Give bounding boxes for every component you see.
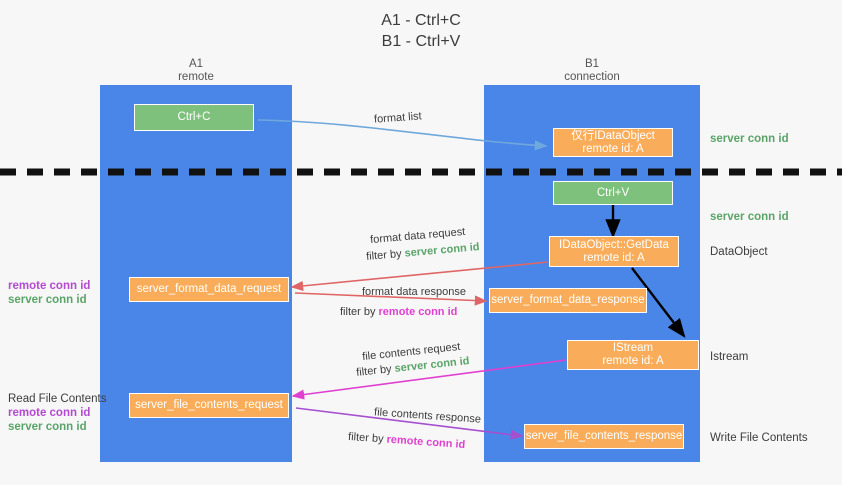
arrow-label-format-data-response: format data response — [362, 286, 466, 298]
arrow-label-format-data-response-filter: filter by remote conn id — [340, 305, 457, 319]
box-idataobject-line1: 仅行IDataObject — [571, 129, 655, 142]
lane-header-b1: B1 connection — [532, 58, 652, 84]
label-format-conn-ids: remote conn id server conn id — [8, 279, 90, 307]
label-read-file-contents: Read File Contents — [8, 393, 107, 405]
box-istream[interactable]: IStream remote id: A — [567, 340, 699, 370]
filter-prefix-4: filter by — [347, 430, 387, 446]
box-server-format-data-request-label: server_format_data_request — [136, 283, 282, 295]
box-ctrl-v-label: Ctrl+V — [596, 186, 630, 199]
box-server-file-contents-request-label: server_file_contents_request — [135, 399, 283, 411]
filter-prefix-2: filter by — [340, 306, 379, 318]
label-format-remote-conn-id: remote conn id — [8, 280, 91, 292]
lane-a1-sub: remote — [178, 71, 214, 83]
box-idataobject-line2: remote id: A — [582, 142, 644, 155]
label-istream: Istream — [710, 351, 749, 363]
label-server-conn-id-top: server conn id — [710, 133, 789, 145]
filter-key-server-conn-id-1: server conn id — [404, 241, 481, 260]
label-read-file-contents-group: Read File Contents remote conn id server… — [8, 392, 106, 434]
box-ctrl-c[interactable]: Ctrl+C — [134, 104, 254, 131]
arrow-label-file-contents-response: file contents response — [373, 406, 482, 426]
lane-header-a1: A1 remote — [136, 58, 256, 84]
lane-b1-name: B1 — [584, 58, 600, 70]
title-line-1: A1 - Ctrl+C — [381, 12, 461, 29]
label-file-server-conn-id: server conn id — [8, 421, 87, 433]
lane-b1-sub: connection — [564, 71, 620, 83]
box-server-file-contents-response[interactable]: server_file_contents_response — [524, 424, 684, 449]
box-server-file-contents-request[interactable]: server_file_contents_request — [129, 393, 289, 418]
filter-prefix-3: filter by — [355, 362, 396, 379]
filter-key-remote-conn-id-2: remote conn id — [386, 433, 466, 452]
filter-prefix-1: filter by — [365, 247, 406, 263]
box-server-format-data-response-label: server_format_data_response — [491, 294, 645, 306]
box-getdata-line2: remote id: A — [583, 251, 645, 264]
label-dataobject: DataObject — [710, 246, 768, 258]
box-idataobject[interactable]: 仅行IDataObject remote id: A — [553, 128, 673, 157]
box-idataobject-getdata[interactable]: IDataObject::GetData remote id: A — [549, 236, 679, 267]
label-format-server-conn-id: server conn id — [8, 294, 87, 306]
label-file-remote-conn-id: remote conn id — [8, 407, 91, 419]
box-ctrl-v[interactable]: Ctrl+V — [553, 181, 673, 205]
lane-a1-name: A1 — [188, 58, 204, 70]
box-server-file-contents-response-label: server_file_contents_response — [525, 430, 683, 442]
box-server-format-data-request[interactable]: server_format_data_request — [129, 277, 289, 302]
box-getdata-line1: IDataObject::GetData — [559, 238, 669, 251]
box-server-format-data-response[interactable]: server_format_data_response — [489, 288, 647, 313]
title-line-2: B1 - Ctrl+V — [381, 33, 461, 50]
label-write-file-contents: Write File Contents — [710, 432, 808, 444]
box-ctrl-c-label: Ctrl+C — [177, 111, 211, 123]
filter-key-remote-conn-id-1: remote conn id — [378, 306, 458, 318]
arrow-label-file-contents-response-filter: filter by remote conn id — [348, 430, 466, 452]
box-istream-line1: IStream — [612, 342, 654, 354]
page-title: A1 - Ctrl+C B1 - Ctrl+V — [0, 10, 842, 52]
label-server-conn-id-mid: server conn id — [710, 211, 789, 223]
box-istream-line2: remote id: A — [602, 355, 664, 367]
arrow-label-format-list: format list — [373, 110, 423, 126]
